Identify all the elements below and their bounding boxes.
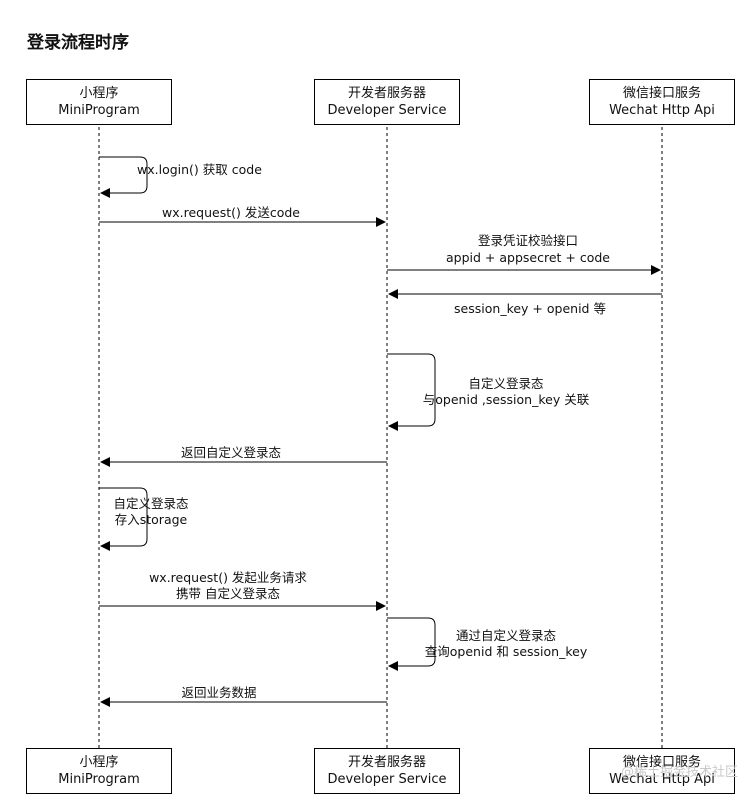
watermark: @稀土掘金技术社区 xyxy=(620,765,738,780)
self-loop-query xyxy=(387,617,436,671)
self-loop-login xyxy=(99,156,148,198)
message-label: wx.request() 发起业务请求 xyxy=(149,570,307,585)
participant-wechat-api-bottom: 微信接口服务 Wechat Http Api xyxy=(589,748,735,794)
message-label: 与openid ,session_key 关联 xyxy=(422,392,590,407)
message-label: 通过自定义登录态 xyxy=(455,628,557,643)
message-label: wx.login() 获取 code xyxy=(137,162,262,177)
message-label: 自定义登录态 xyxy=(468,376,544,391)
participant-label: 微信接口服务 xyxy=(622,86,701,101)
message-label: 返回业务数据 xyxy=(181,685,257,700)
participant-miniprogram-bottom: 小程序 MiniProgram xyxy=(26,748,172,794)
participant-label-en: Wechat Http Api xyxy=(609,103,715,118)
participant-label: 微信接口服务 xyxy=(622,755,701,770)
message-label: 返回自定义登录态 xyxy=(180,445,282,460)
message-label: 携带 自定义登录态 xyxy=(176,586,280,601)
participant-label-en: MiniProgram xyxy=(58,103,140,118)
participant-label-en: Developer Service xyxy=(327,772,447,787)
participant-label: 小程序 xyxy=(79,755,119,770)
message-label: 登录凭证校验接口 xyxy=(477,233,579,248)
message-label: session_key + openid 等 xyxy=(454,301,606,316)
participant-label: 开发者服务器 xyxy=(347,86,426,101)
participant-label: 小程序 xyxy=(79,86,119,101)
participant-label-en: Developer Service xyxy=(327,103,447,118)
participant-developer-service-top: 开发者服务器 Developer Service xyxy=(314,79,460,125)
participant-developer-service-bottom: 开发者服务器 Developer Service xyxy=(314,748,460,794)
message-label: 查询openid 和 session_key xyxy=(424,644,588,659)
message-label: wx.request() 发送code xyxy=(162,205,300,220)
participant-label-en: Wechat Http Api xyxy=(609,772,715,787)
message-label: appid + appsecret + code xyxy=(446,250,610,265)
page-title: 登录流程时序 xyxy=(27,33,129,53)
participant-miniprogram-top: 小程序 MiniProgram xyxy=(26,79,172,125)
message-label: 存入storage xyxy=(114,512,188,527)
participant-wechat-api-top: 微信接口服务 Wechat Http Api xyxy=(589,79,735,125)
self-loop-bind-session xyxy=(387,353,436,431)
participant-label: 开发者服务器 xyxy=(347,755,426,770)
self-loop-storage xyxy=(99,487,148,551)
message-label: 自定义登录态 xyxy=(113,496,189,511)
participant-label-en: MiniProgram xyxy=(58,772,140,787)
